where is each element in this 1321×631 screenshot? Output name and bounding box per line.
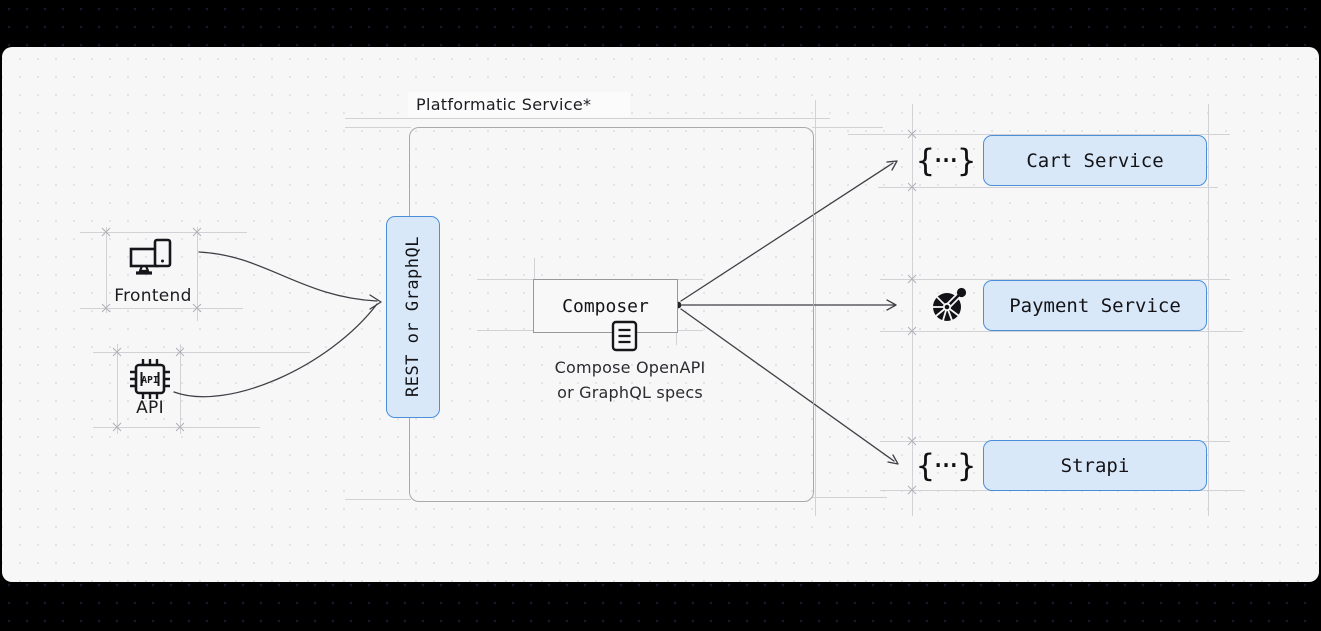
- guide-line: [345, 118, 830, 119]
- guide-line: [675, 279, 703, 280]
- cart-service-label: Cart Service: [1026, 149, 1164, 172]
- guide-line: [345, 127, 411, 128]
- arrow-api-to-gateway[interactable]: [173, 303, 378, 398]
- corner-cross-marks: [101, 129, 917, 495]
- guide-line: [812, 127, 883, 128]
- rest-or-graphql-label: REST or GraphQL: [403, 236, 423, 398]
- strapi-box[interactable]: Strapi: [983, 440, 1207, 491]
- api-chip-icon[interactable]: API: [128, 357, 172, 405]
- frontend-label[interactable]: Frontend: [114, 286, 192, 306]
- composer-box[interactable]: Composer: [533, 279, 678, 333]
- guide-line: [197, 227, 198, 321]
- guide-line: [878, 187, 1218, 188]
- cart-service-box[interactable]: Cart Service: [983, 135, 1207, 186]
- arrow-composer-to-strapi[interactable]: [680, 308, 895, 462]
- guide-line: [812, 497, 887, 498]
- guide-line: [848, 134, 1230, 135]
- guide-line: [80, 308, 243, 309]
- arrowhead: [886, 160, 898, 171]
- guide-line: [345, 499, 411, 500]
- composer-caption: Compose OpenAPI or GraphQL specs: [515, 355, 745, 405]
- spec-document-icon[interactable]: [611, 320, 638, 356]
- composer-label: Composer: [562, 295, 649, 317]
- guide-line: [180, 344, 181, 434]
- arrowhead: [886, 299, 897, 311]
- payment-wheel-icon[interactable]: [928, 283, 970, 325]
- guide-line: [675, 330, 703, 331]
- guide-line: [676, 331, 677, 345]
- guide-line: [117, 344, 118, 434]
- frame-label[interactable]: Platformatic Service*: [408, 92, 630, 117]
- guide-line: [912, 104, 913, 516]
- arrow-frontend-to-gateway[interactable]: [198, 251, 378, 302]
- guide-line: [880, 331, 1243, 332]
- svg-text:API: API: [141, 375, 158, 386]
- guide-line: [80, 232, 247, 233]
- strapi-label: Strapi: [1060, 454, 1130, 477]
- guide-line: [477, 330, 534, 331]
- caption-line-2: or GraphQL specs: [557, 383, 703, 402]
- braces-icon[interactable]: {···}: [915, 143, 977, 179]
- caption-line-1: Compose OpenAPI: [554, 358, 706, 377]
- api-label[interactable]: API: [136, 398, 164, 418]
- arrow-composer-to-cart[interactable]: [680, 162, 894, 302]
- guide-line: [93, 352, 310, 353]
- guide-line: [106, 227, 107, 313]
- payment-service-label: Payment Service: [1009, 294, 1181, 317]
- rest-or-graphql-box[interactable]: REST or GraphQL: [386, 216, 440, 418]
- guide-line: [534, 258, 535, 279]
- payment-service-box[interactable]: Payment Service: [983, 280, 1207, 331]
- arrowhead: [887, 454, 899, 465]
- guide-line: [93, 427, 260, 428]
- guide-line: [1208, 104, 1209, 516]
- braces-icon[interactable]: {···}: [915, 448, 977, 484]
- guide-line: [815, 100, 816, 516]
- guide-line: [477, 279, 534, 280]
- guide-line: [880, 279, 1230, 280]
- arrowhead: [369, 294, 382, 310]
- frontend-devices-icon[interactable]: [127, 236, 175, 288]
